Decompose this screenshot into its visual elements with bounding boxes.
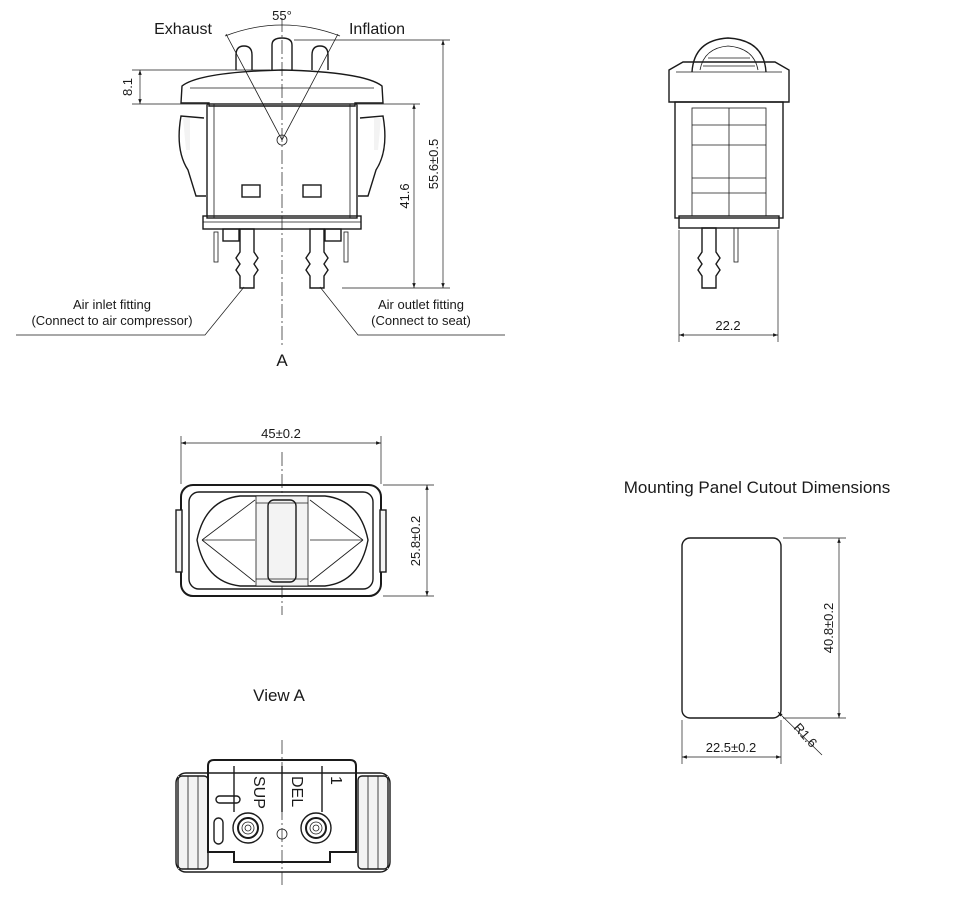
top-dim-height: 25.8±0.2: [408, 516, 423, 567]
label-del: DEL: [288, 776, 305, 807]
view-marker: A: [276, 351, 288, 370]
front-view-labels: 55° Exhaust Inflation 8.1 41.6 55.6±0.5 …: [31, 8, 470, 370]
label-sup: SUP: [250, 776, 267, 809]
panel-cutout: Mounting Panel Cutout Dimensions 40.8±0.…: [624, 478, 890, 764]
cutout-title: Mounting Panel Cutout Dimensions: [624, 478, 890, 497]
inflation-label: Inflation: [349, 21, 405, 38]
outlet-label-line1: Air outlet fitting: [378, 297, 464, 312]
dim-total-height: 55.6±0.5: [426, 139, 441, 190]
side-view: 22.2: [668, 37, 790, 342]
inlet-label-line2: (Connect to air compressor): [31, 313, 192, 328]
dim-top-offset: 8.1: [120, 78, 135, 96]
inlet-label-line1: Air inlet fitting: [73, 297, 151, 312]
dim-body-height: 41.6: [397, 183, 412, 208]
outlet-label-line2: (Connect to seat): [371, 313, 471, 328]
view-a: View A SUP DEL 1: [175, 686, 391, 885]
exhaust-label: Exhaust: [154, 21, 212, 38]
label-one: 1: [327, 776, 344, 785]
angle-label: 55°: [272, 8, 292, 23]
cutout-radius: R1.6: [791, 720, 821, 750]
cutout-dim-width: 22.5±0.2: [706, 740, 757, 755]
front-view: [16, 18, 505, 345]
top-dim-width: 45±0.2: [261, 426, 301, 441]
view-a-title: View A: [253, 686, 305, 705]
cutout-dim-height: 40.8±0.2: [821, 603, 836, 654]
top-view: 45±0.2 25.8±0.2: [175, 426, 434, 615]
side-dim-width: 22.2: [715, 318, 740, 333]
